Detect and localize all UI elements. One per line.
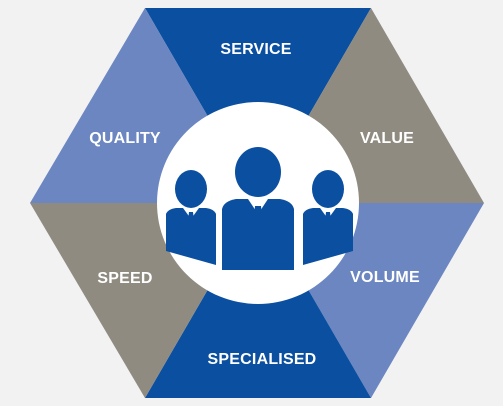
label-service: SERVICE [220, 41, 292, 58]
figure-separators [218, 206, 298, 272]
label-value: VALUE [359, 130, 415, 147]
label-speed: SPEED [97, 270, 153, 287]
label-specialised: SPECIALISED [207, 351, 317, 368]
label-quality: QUALITY [89, 130, 161, 147]
person-right-icon [303, 170, 353, 265]
team-people-icon [166, 147, 353, 272]
label-volume: VOLUME [350, 269, 420, 286]
person-left-icon [166, 170, 216, 265]
tie-details [187, 206, 332, 236]
